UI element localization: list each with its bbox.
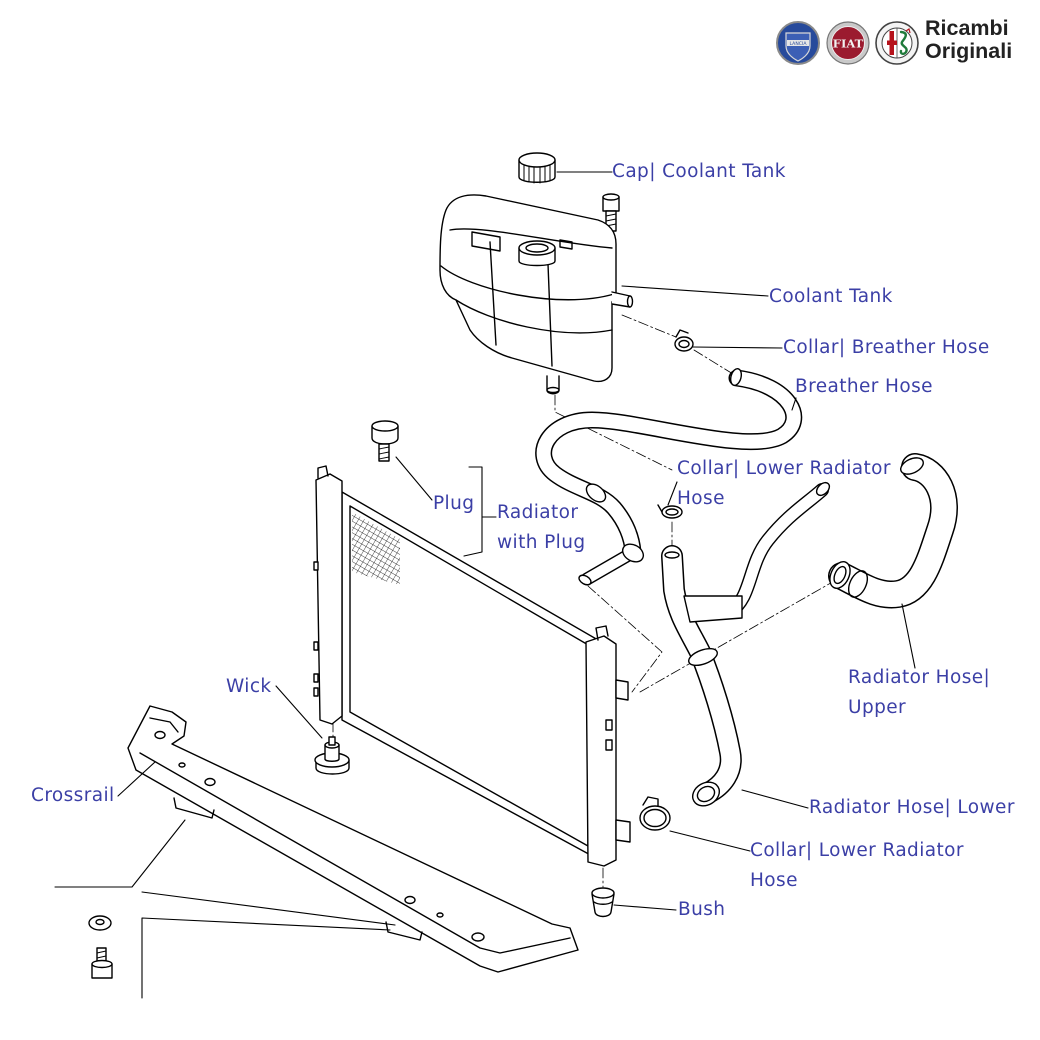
fiat-logo: FIAT	[826, 21, 870, 65]
label-line: Crossrail	[31, 785, 115, 806]
lower-radiator-hose	[661, 481, 831, 807]
label-collar-lower-radiator-hose-upper: Collar| Lower Radiator Hose	[677, 454, 891, 514]
label-line: Radiator	[497, 502, 579, 523]
label-cap-coolant-tank: Cap| Coolant Tank	[612, 157, 786, 187]
label-collar-lower-radiator-hose-lower: Collar| Lower Radiator Hose	[750, 836, 964, 896]
label-plug: Plug	[433, 489, 474, 519]
breather-hose-collar	[674, 329, 694, 352]
leader-crossrail	[117, 761, 156, 797]
leader-plug	[395, 456, 433, 501]
label-bush: Bush	[678, 895, 725, 925]
leader-breather-hose	[791, 397, 797, 411]
lower-radiator-hose-collar-upper	[657, 504, 683, 519]
leader-radiator-bracket	[463, 466, 497, 557]
lancia-logo-text: LANCIA	[790, 41, 808, 47]
leader-collar-lower-lower	[669, 830, 751, 852]
label-line: Collar| Lower Radiator	[677, 458, 891, 479]
label-line: Breather Hose	[795, 376, 933, 397]
label-breather-hose: Breather Hose	[795, 372, 933, 402]
coolant-tank	[439, 194, 634, 395]
label-radiator-with-plug: Radiator with Plug	[497, 498, 586, 558]
label-line: Radiator Hose| Lower	[809, 797, 1015, 818]
label-line: Hose	[677, 488, 725, 509]
leader-collar-breather	[692, 346, 783, 349]
coolant-tank-cap	[518, 152, 556, 184]
label-line: Collar| Lower Radiator	[750, 840, 964, 861]
leader-hose-upper	[901, 603, 916, 669]
label-coolant-tank: Coolant Tank	[769, 282, 893, 312]
label-wick: Wick	[226, 672, 272, 702]
crossrail-bolt	[91, 947, 113, 979]
breather-hose	[535, 367, 803, 586]
label-line: Hose	[750, 870, 798, 891]
leader-bush	[613, 904, 677, 911]
radiator	[313, 465, 631, 867]
label-line: Bush	[678, 899, 726, 920]
leader-hose-lower	[741, 789, 809, 809]
wick	[314, 736, 350, 775]
leader-fasteners	[54, 819, 396, 999]
leader-collar-lower-upper	[667, 481, 678, 506]
fiat-logo-text: FIAT	[833, 37, 864, 51]
label-line: with Plug	[497, 532, 586, 553]
radiator-plug	[371, 420, 399, 462]
alfa-romeo-logo	[875, 21, 919, 65]
label-radiator-hose-lower: Radiator Hose| Lower	[809, 793, 1015, 823]
upper-radiator-hose	[828, 453, 958, 609]
label-crossrail: Crossrail	[31, 781, 115, 811]
label-collar-breather-hose: Collar| Breather Hose	[783, 333, 990, 363]
brand-wordmark: Ricambi Originali	[925, 17, 1012, 63]
lancia-logo: LANCIA	[776, 21, 820, 65]
lower-radiator-hose-collar-lower	[639, 796, 671, 831]
brand-logos: LANCIA FIAT	[776, 21, 919, 65]
label-line: Wick	[226, 676, 272, 697]
leader-coolant-tank	[621, 285, 769, 297]
label-line: Plug	[433, 493, 475, 514]
bush	[591, 887, 615, 918]
leader-lines	[54, 171, 916, 999]
leader-wick	[275, 685, 323, 739]
brand-line-1: Ricambi	[925, 16, 1009, 40]
label-line: Radiator Hose|	[848, 667, 991, 688]
alignment-lines	[332, 314, 837, 888]
label-line: Upper	[848, 697, 907, 718]
washer	[88, 915, 112, 931]
label-line: Collar| Breather Hose	[783, 337, 990, 358]
brand-line-2: Originali	[925, 39, 1013, 63]
crossrail	[127, 705, 579, 973]
label-radiator-hose-upper: Radiator Hose| Upper	[848, 663, 990, 723]
label-line: Cap| Coolant Tank	[612, 161, 786, 182]
label-line: Coolant Tank	[769, 286, 893, 307]
